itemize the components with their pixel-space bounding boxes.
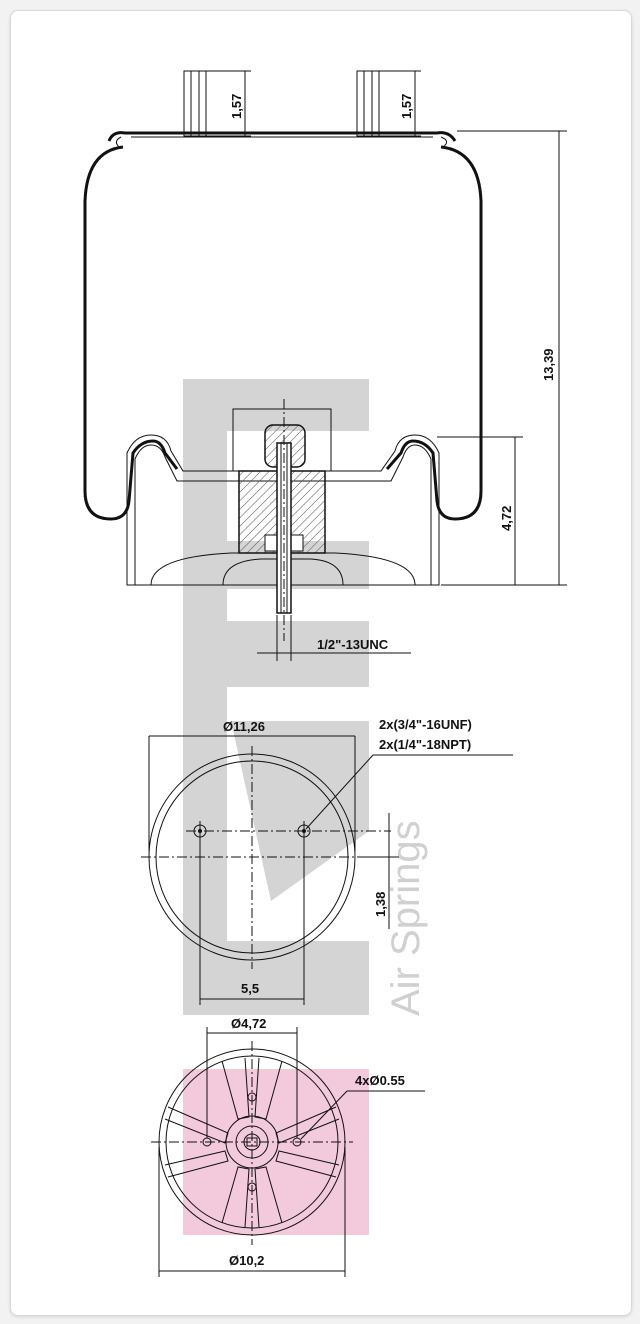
- overall-height-label: 13,39: [541, 348, 556, 381]
- mounting-hole-bottom: [247, 1182, 257, 1192]
- bellows-right: [385, 145, 483, 521]
- bottom-diameter-label: Ø10,2: [229, 1253, 264, 1268]
- watermark: Air Springs: [183, 379, 428, 1235]
- mounting-pin-left: [183, 70, 207, 137]
- fitting-1-label: 2x(3/4"-16UNF): [379, 717, 472, 732]
- watermark-bar-lower: [183, 621, 369, 687]
- bead-plate: [107, 131, 457, 142]
- piston: [126, 434, 440, 586]
- bottom-holes-label: 4xØ0.55: [355, 1073, 405, 1088]
- top-view: [141, 746, 391, 1005]
- watermark-bar-bottom: [183, 941, 369, 1015]
- hole-offset-label: 1,38: [373, 892, 388, 917]
- watermark-shape-a: [231, 721, 369, 901]
- bottom-view-dimensions: Ø4,72 4xØ0.55 Ø10,2: [158, 1016, 425, 1277]
- side-view-dimensions: 1,57 1,57 13,39 4,72 1/2"-13UNC: [206, 70, 567, 661]
- mounting-pin-right: [356, 70, 380, 137]
- stud-thread-label: 1/2"-13UNC: [317, 637, 389, 652]
- pin-height-right-label: 1,57: [399, 94, 414, 119]
- watermark-bar-vertical: [183, 379, 227, 1015]
- watermark-subtitle: Air Springs: [384, 820, 428, 1016]
- top-plate-diameter-label: Ø11,26: [223, 719, 265, 734]
- bottom-view: [151, 1041, 353, 1245]
- pin-height-left-label: 1,57: [229, 94, 244, 119]
- bellows-left: [83, 145, 179, 521]
- top-view-dimensions: Ø11,26 2x(3/4"-16UNF) 2x(1/4"-18NPT) 1,3…: [148, 717, 513, 1000]
- hole-spacing-label: 5,5: [241, 981, 259, 996]
- fitting-2-label: 2x(1/4"-18NPT): [379, 737, 471, 752]
- side-view: [83, 70, 483, 641]
- technical-drawing: Air Springs: [83, 70, 567, 1277]
- drawing-card: Air Springs: [10, 10, 632, 1316]
- piston-ribs: [164, 1057, 340, 1228]
- mounting-hole-top: [247, 1092, 257, 1102]
- bolt-circle-diameter-label: Ø4,72: [231, 1016, 266, 1031]
- piston-height-label: 4,72: [499, 506, 514, 531]
